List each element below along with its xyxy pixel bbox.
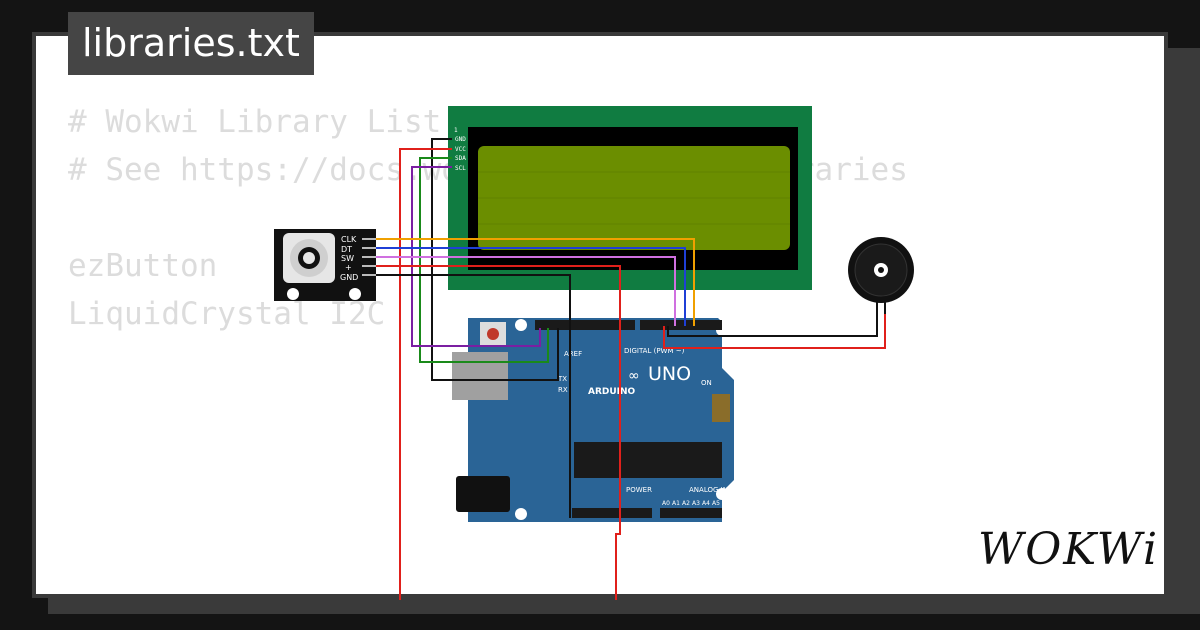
lcd-pin-scl: SCL bbox=[455, 165, 466, 172]
code-line-1: # Wokwi Library List bbox=[68, 104, 442, 140]
svg-text:1: 1 bbox=[454, 127, 458, 134]
encoder-pin-plus: + bbox=[345, 263, 352, 272]
encoder-pin-sw: SW bbox=[341, 254, 354, 263]
analog-label: ANALOG IN bbox=[689, 486, 728, 494]
wire-red-lcd-vcc bbox=[399, 148, 452, 600]
code-line-4: ezButton bbox=[68, 248, 218, 284]
lcd-display[interactable]: 1 GND VCC SDA SCL bbox=[448, 106, 812, 290]
wire-green-lcd-sda bbox=[419, 157, 549, 363]
wire-black-lcd-gnd bbox=[431, 138, 559, 381]
aref-label: AREF bbox=[564, 350, 582, 358]
buzzer[interactable] bbox=[848, 237, 914, 314]
encoder-pin-gnd: GND bbox=[340, 273, 358, 282]
rotary-encoder[interactable]: CLK DT SW + GND bbox=[274, 229, 376, 301]
code-line-5: LiquidCrystal I2C bbox=[68, 296, 386, 332]
analog-pin-a0: A0 bbox=[662, 500, 670, 507]
wire-red-buzzer bbox=[663, 314, 886, 349]
wire-pink-sw bbox=[376, 256, 676, 326]
wire-black-encoder-gnd bbox=[376, 274, 571, 518]
arduino-logo-glyph: ∞ bbox=[628, 368, 640, 384]
wires bbox=[376, 138, 886, 600]
encoder-pin-clk: CLK bbox=[341, 235, 357, 244]
analog-pin-a5: A5 bbox=[712, 500, 720, 507]
wire-purple-lcd-scl bbox=[411, 166, 541, 347]
analog-pin-a1: A1 bbox=[672, 500, 680, 507]
arduino-uno-board[interactable]: ∞ UNO ARDUINO ON DIGITAL (PWM ~) ANALOG … bbox=[452, 318, 734, 522]
arduino-model: UNO bbox=[648, 363, 691, 385]
lcd-pin-gnd: GND bbox=[455, 136, 466, 143]
lcd-pin-sda: SDA bbox=[455, 155, 466, 162]
analog-pin-a4: A4 bbox=[702, 500, 710, 507]
lcd-pin-vcc: VCC bbox=[455, 146, 466, 153]
arduino-brand: ARDUINO bbox=[588, 387, 636, 397]
wire-blue-dt bbox=[376, 247, 686, 326]
tx-label: TX bbox=[557, 375, 567, 383]
power-label: POWER bbox=[626, 486, 652, 494]
wire-orange-clk bbox=[376, 238, 695, 326]
analog-pin-a3: A3 bbox=[692, 500, 700, 507]
wire-black-buzzer bbox=[667, 314, 878, 337]
wire-red-encoder-vcc bbox=[376, 265, 621, 600]
arduino-on-label: ON bbox=[701, 379, 712, 387]
digital-label: DIGITAL (PWM ~) bbox=[624, 347, 685, 355]
wokwi-logo: WOKWi bbox=[978, 524, 1160, 575]
rx-label: RX bbox=[558, 386, 568, 394]
encoder-pin-dt: DT bbox=[341, 245, 352, 254]
file-tab-title: libraries.txt bbox=[68, 12, 314, 75]
analog-pin-a2: A2 bbox=[682, 500, 690, 507]
